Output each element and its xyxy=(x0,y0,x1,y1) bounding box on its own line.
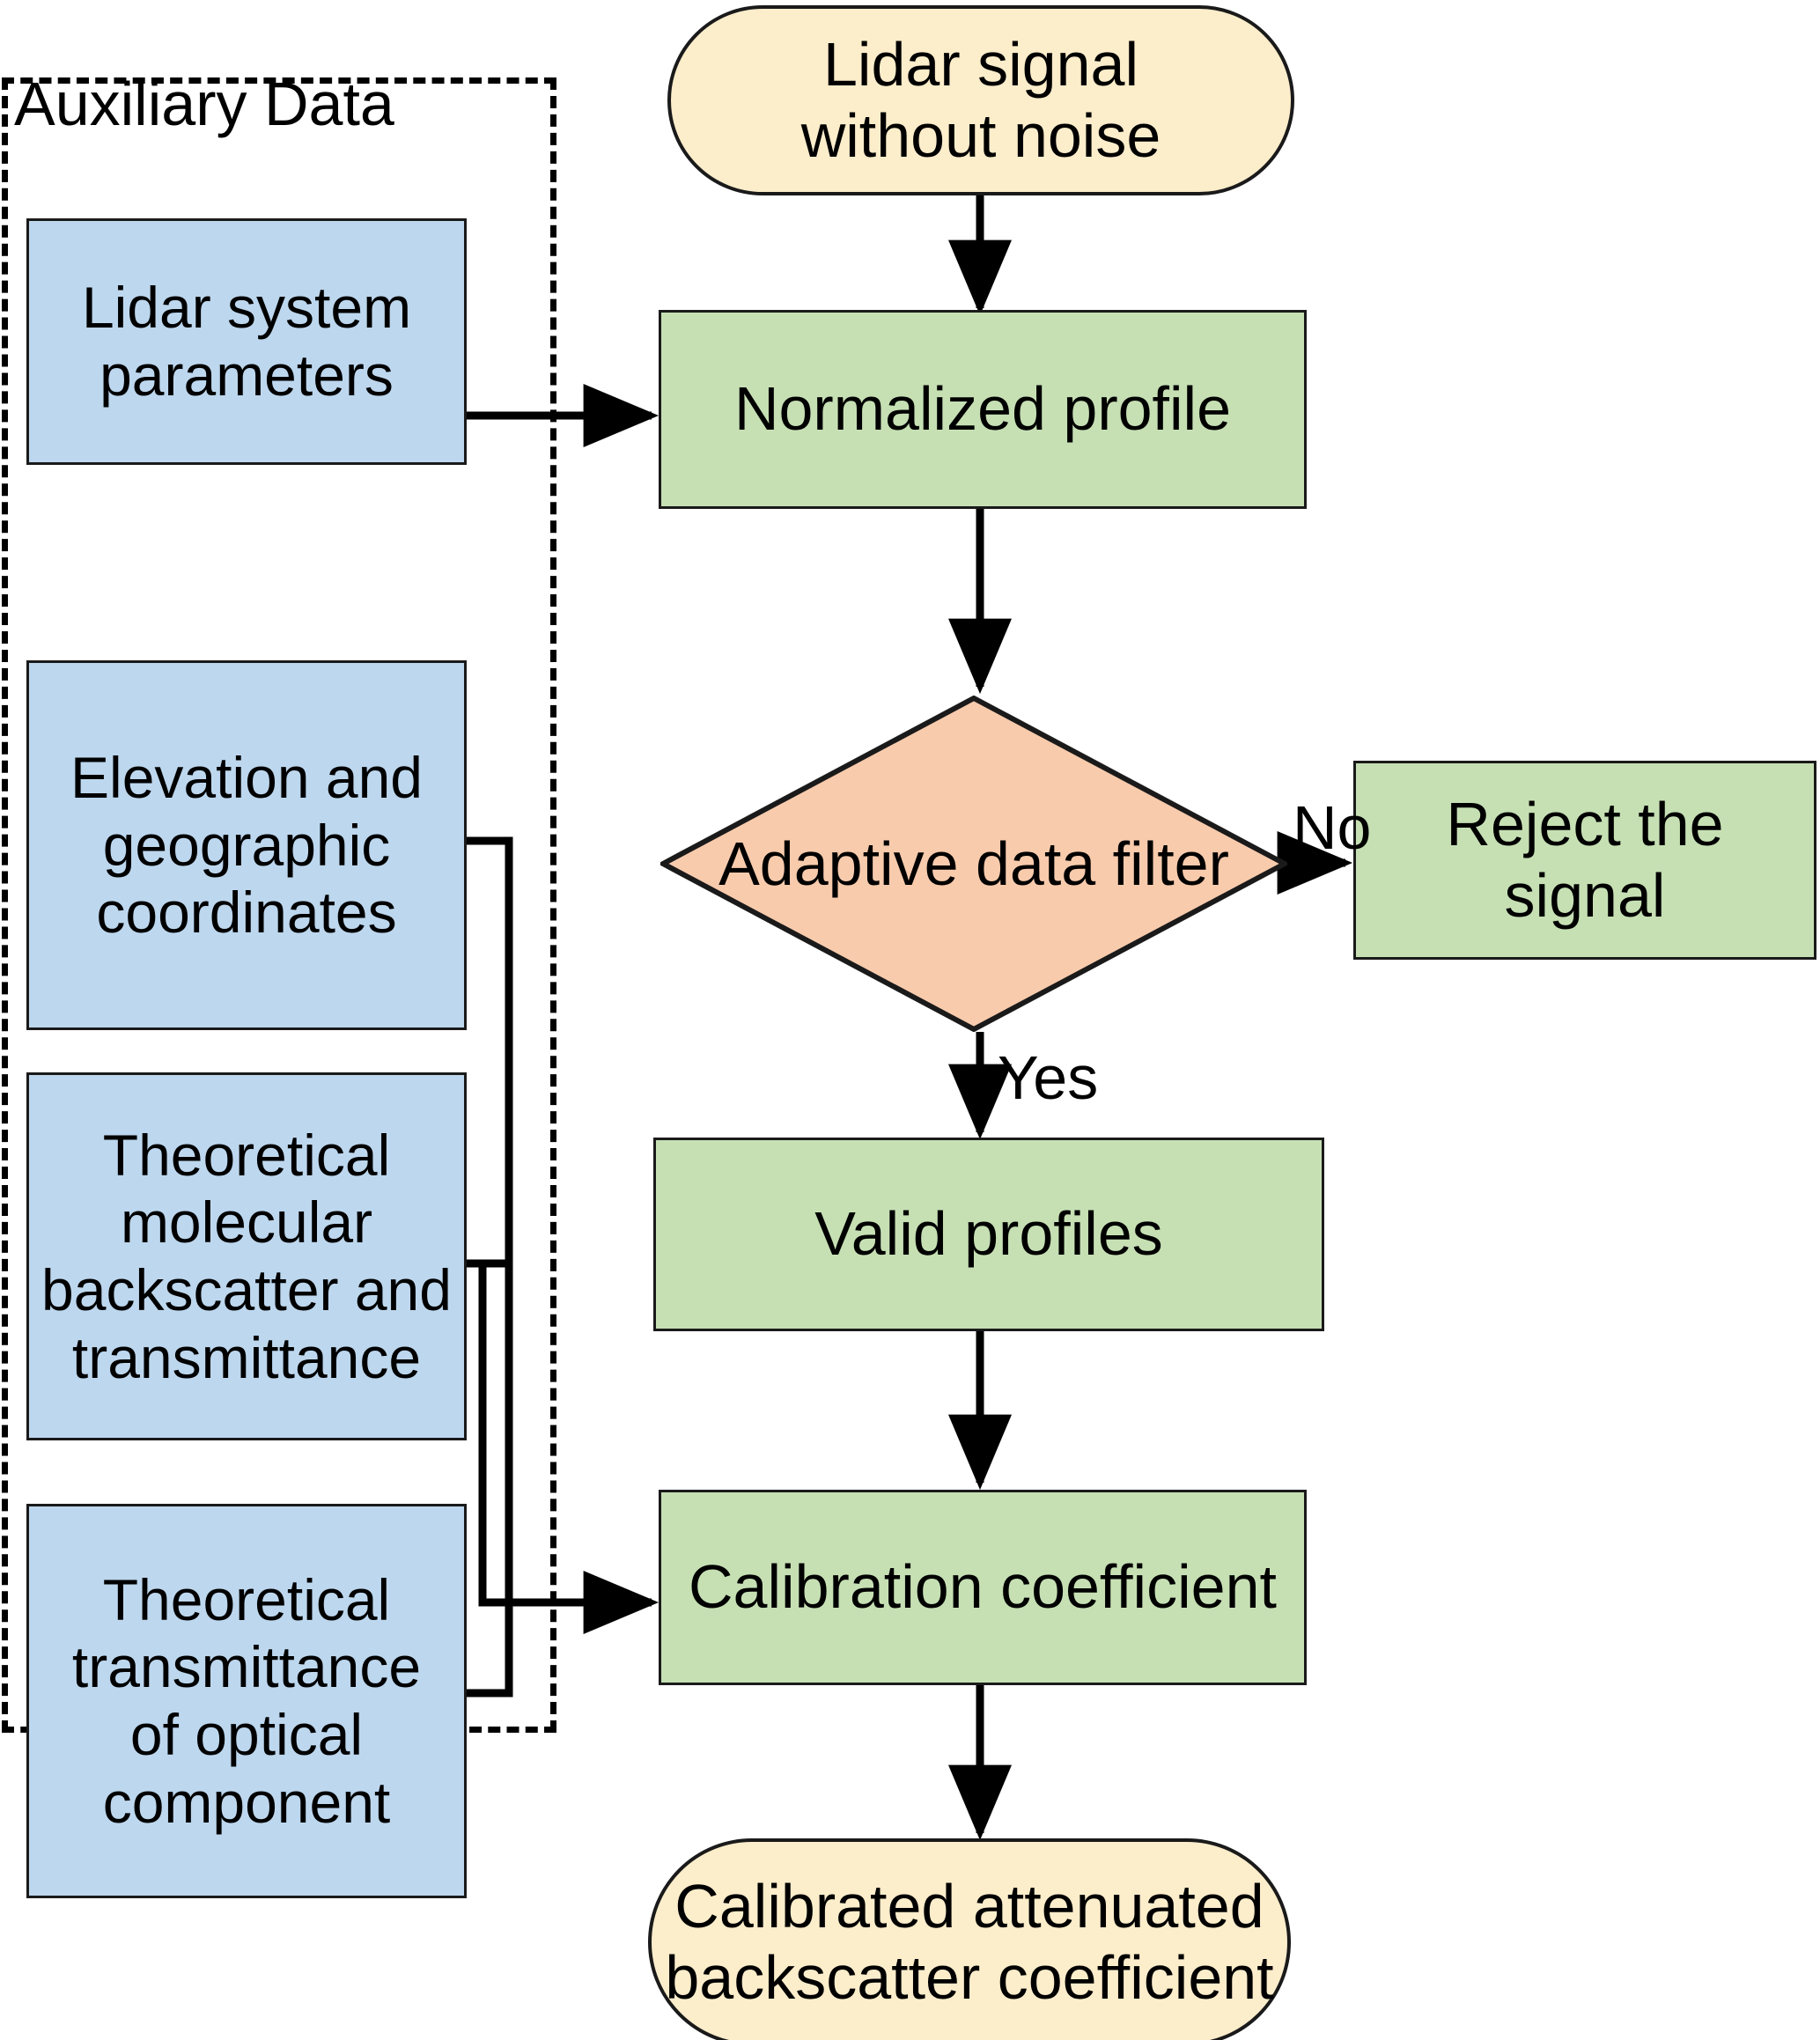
aux-box-elevation-geographic-coordinates[interactable]: Elevation and geographic coordinates xyxy=(26,660,467,1030)
flow-node-adaptive-data-filter-decision[interactable]: Adaptive data filter xyxy=(660,696,1287,1032)
diamond-shape-icon xyxy=(660,696,1287,1032)
text-line: Theoretical xyxy=(102,1566,391,1632)
text-line: Reject the xyxy=(1446,789,1724,858)
text-line: without noise xyxy=(800,101,1161,170)
text-line: parameters xyxy=(99,342,394,408)
text-line: of optical xyxy=(129,1702,364,1767)
flow-node-end-calibrated-attenuated-backscatter-coefficient[interactable]: Calibrated attenuated backscatter coeffi… xyxy=(648,1838,1291,2040)
auxiliary-data-group-title: Auxiliary Data xyxy=(14,70,394,138)
text-line: transmittance xyxy=(71,1324,422,1390)
text-line: component xyxy=(102,1769,391,1835)
aux-box-theoretical-molecular-backscatter-transmittance[interactable]: Theoretical molecular backscatter and tr… xyxy=(26,1072,467,1440)
flow-node-reject-the-signal-label: Reject the signal xyxy=(1446,789,1723,932)
text-line: signal xyxy=(1504,861,1666,930)
flow-node-normalized-profile[interactable]: Normalized profile xyxy=(659,310,1307,509)
flow-node-start-label: Lidar signal without noise xyxy=(801,29,1161,172)
flow-node-end-label: Calibrated attenuated backscatter coeffi… xyxy=(665,1871,1273,2014)
flow-node-reject-the-signal[interactable]: Reject the signal xyxy=(1353,761,1816,960)
aux-box-theoretical-transmittance-optical-component-label: Theoretical transmittance of optical com… xyxy=(72,1566,421,1836)
flow-node-valid-profiles[interactable]: Valid profiles xyxy=(653,1138,1324,1331)
text-line: geographic xyxy=(102,812,391,878)
aux-box-elevation-geographic-coordinates-label: Elevation and geographic coordinates xyxy=(70,744,423,946)
flow-node-valid-profiles-label: Valid profiles xyxy=(814,1199,1163,1269)
edge-label-no: No xyxy=(1293,793,1372,862)
text-line: Lidar system xyxy=(81,275,412,341)
aux-box-lidar-system-parameters[interactable]: Lidar system parameters xyxy=(26,218,467,465)
edge-label-yes: Yes xyxy=(998,1043,1099,1112)
text-line: Elevation and xyxy=(70,745,423,811)
text-line: coordinates xyxy=(96,880,397,946)
text-line: molecular xyxy=(120,1189,373,1256)
flow-node-normalized-profile-label: Normalized profile xyxy=(733,374,1232,444)
text-line: transmittance xyxy=(71,1634,422,1700)
text-line: Lidar signal xyxy=(823,29,1138,99)
flow-node-calibration-coefficient-label: Calibration coefficient xyxy=(689,1552,1277,1622)
text-line: backscatter coefficient xyxy=(665,1943,1274,2012)
flow-node-calibration-coefficient[interactable]: Calibration coefficient xyxy=(659,1490,1307,1685)
aux-box-theoretical-molecular-backscatter-transmittance-label: Theoretical molecular backscatter and tr… xyxy=(41,1122,452,1391)
flow-node-adaptive-data-filter-label: Adaptive data filter xyxy=(718,829,1229,898)
text-line: Theoretical xyxy=(102,1122,391,1188)
aux-box-lidar-system-parameters-label: Lidar system parameters xyxy=(82,274,411,409)
text-line: backscatter and xyxy=(41,1257,452,1322)
text-line: Calibrated attenuated xyxy=(674,1871,1264,1941)
flow-node-start-lidar-signal-without-noise[interactable]: Lidar signal without noise xyxy=(667,5,1294,195)
aux-box-theoretical-transmittance-optical-component[interactable]: Theoretical transmittance of optical com… xyxy=(26,1504,467,1898)
